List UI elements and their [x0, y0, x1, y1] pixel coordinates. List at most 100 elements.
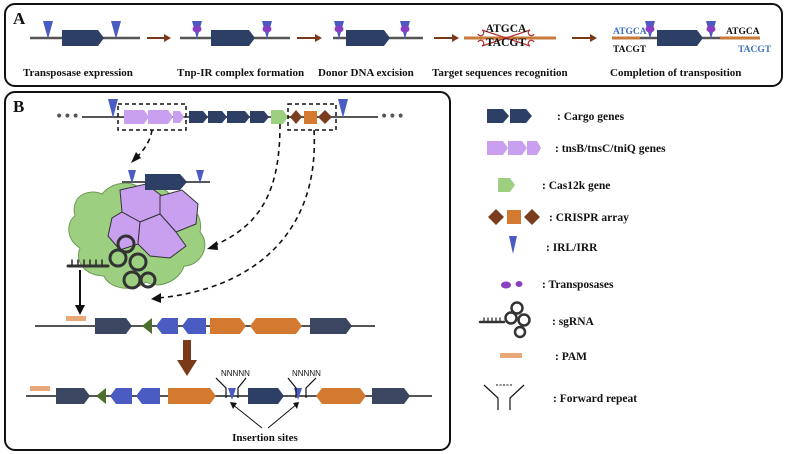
legend-cargo-swatch: [487, 109, 509, 123]
tniq-gene: [173, 111, 184, 123]
transposase-blob: [262, 25, 272, 33]
cleavage-loops: [477, 29, 535, 47]
pam-marker: [30, 386, 50, 391]
legend-tns: : tnsB/tnsC/tniQ genes: [487, 141, 666, 155]
crispr-repeat: [290, 110, 302, 124]
irr-marker: [294, 388, 302, 400]
gene-orange: [210, 318, 246, 334]
legend-cas12k-swatch: [498, 178, 515, 192]
gene-dark: [310, 318, 352, 334]
dashed-arrow-crispr: [157, 129, 316, 299]
insertion-sites-label: Insertion sites: [232, 432, 298, 444]
tnsb-gene: [124, 110, 149, 124]
crispr-repeat: [318, 110, 332, 124]
irl-marker: [108, 99, 118, 118]
step-donor-excision: Donor DNA excision: [318, 21, 423, 79]
flow-arrowhead-1: [164, 34, 171, 42]
panel-b-frame: [4, 91, 451, 451]
legend-cas12k-text: : Cas12k gene: [542, 180, 610, 192]
step-label-1: Transposase expression: [23, 67, 133, 79]
forward-repeat-left: [215, 377, 227, 398]
legend-pam: : PAM: [500, 351, 587, 363]
sgrna-teeth: [71, 259, 103, 267]
tnsc-gene: [148, 110, 173, 124]
crispr-dashed-box: [287, 103, 337, 131]
forward-repeat-right: [287, 377, 297, 398]
legend-cargo: : Cargo genes: [487, 109, 625, 123]
legend-crispr-repeat: [524, 209, 540, 225]
legend-cargo-swatch: [510, 109, 532, 123]
sgrna-loop: [128, 252, 148, 272]
cleavage-lines: [481, 29, 531, 47]
legend-irl-swatch: [509, 236, 517, 254]
cargo-gene: [250, 111, 269, 123]
transposase-blob: [192, 25, 202, 33]
transposase-blob: [501, 281, 511, 289]
dashed-arrow-cas12k: [212, 123, 281, 247]
crispr-spacer: [304, 111, 317, 124]
transposase-blob: [334, 25, 344, 33]
legend-pam-swatch: [500, 353, 522, 358]
legend-tns-swatch: [527, 141, 541, 155]
forward-repeat-right-arm: [509, 384, 525, 410]
cargo-gene: [657, 30, 703, 46]
sgrna-loop: [510, 301, 524, 315]
transposase-blob: [645, 25, 655, 33]
gene-orange: [250, 318, 302, 334]
legend-cargo-text: : Cargo genes: [557, 111, 625, 123]
cargo-gene: [227, 111, 250, 123]
sgrna-teeth: [483, 317, 501, 323]
sgrna-loop: [513, 325, 527, 339]
step-label-5: Completion of transposition: [610, 67, 741, 79]
insertion-pointer: [231, 403, 263, 429]
target-seq-bottom: TACGT: [486, 37, 526, 49]
cargo-gene: [189, 111, 208, 123]
legend-irl: : IRL/IRR: [509, 236, 598, 254]
sgrna-loop: [504, 311, 518, 325]
legend-transposase-text: : Transposases: [542, 279, 614, 291]
transposase-blob: [515, 281, 523, 287]
panel-b-letter: B: [13, 97, 24, 116]
tns-subunit: [137, 213, 187, 259]
insertion-arrow-shaft: [183, 340, 191, 362]
legend: : Cargo genes : tnsB/tnsC/tniQ genes : C…: [478, 109, 666, 410]
panel-a: A Transposase expression Tnp-IR complex …: [4, 3, 783, 87]
arrowhead: [207, 241, 218, 250]
legend-crispr: : CRISPR array: [488, 209, 629, 225]
transposase-blob: [400, 25, 410, 33]
sgrna-loop: [116, 234, 136, 254]
step-complex-formation: Tnp-IR complex formation: [177, 21, 304, 79]
irl-marker: [43, 21, 53, 39]
legend-irl-text: : IRL/IRR: [546, 242, 598, 254]
cargo-gene: [62, 30, 104, 46]
transposase-blob: [706, 25, 716, 33]
forward-repeat-right: [305, 377, 317, 398]
gene-dark: [95, 318, 132, 334]
panel-b: B ••• •••: [4, 91, 451, 451]
legend-crispr-text: : CRISPR array: [549, 212, 629, 224]
gene-green: [142, 318, 152, 334]
gene-blue: [110, 388, 132, 404]
legend-pam-text: : PAM: [555, 351, 587, 363]
panel-a-frame: [4, 3, 783, 87]
pam-marker: [66, 316, 86, 321]
step-target-recognition: ATGCA TACGT Target sequences recognition: [432, 23, 568, 79]
cargo-gene: [208, 111, 227, 123]
legend-cas12k: : Cas12k gene: [498, 178, 610, 192]
irl-marker: [128, 170, 136, 184]
dots-left: •••: [55, 109, 80, 125]
cargo-gene: [346, 30, 390, 46]
legend-sgrna-text: : sgRNA: [552, 316, 595, 328]
gene-orange: [168, 388, 216, 404]
dots-right: •••: [380, 109, 405, 125]
arrowhead: [230, 402, 237, 409]
gene-blue: [136, 388, 160, 404]
final-left-bottom: TACGT: [613, 45, 647, 55]
legend-transposases: : Transposases: [501, 279, 614, 291]
legend-tns-swatch: [508, 141, 527, 155]
repeat-label-2: NNNNN: [292, 369, 321, 378]
panel-a-letter: A: [13, 9, 26, 28]
final-right-bottom: TACGT: [738, 45, 772, 55]
legend-tns-swatch: [487, 141, 508, 155]
